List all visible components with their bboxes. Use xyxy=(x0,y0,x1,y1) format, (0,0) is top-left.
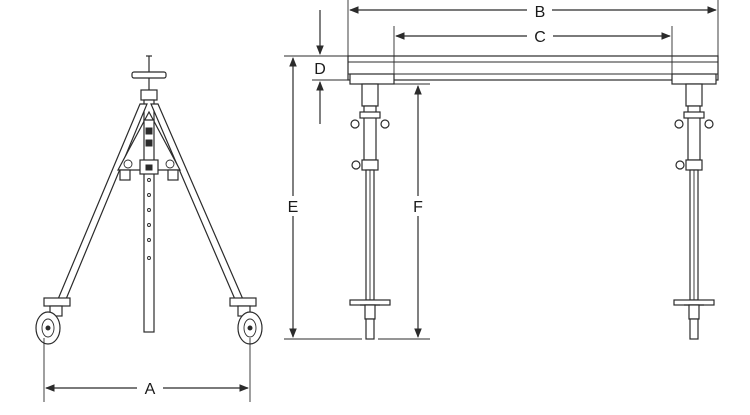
dimension-label-c: C xyxy=(534,29,546,46)
dimension-label-e: E xyxy=(288,199,299,216)
dimension-label-b: B xyxy=(535,4,546,21)
dimension-e: E xyxy=(284,55,362,340)
side-view-a-frame: A xyxy=(35,55,263,402)
side-top-handle xyxy=(131,55,167,101)
side-center-post xyxy=(143,99,155,333)
side-left-leg xyxy=(55,103,148,305)
dimension-label-a: A xyxy=(145,381,156,398)
front-i-beam xyxy=(347,55,719,81)
dimension-f: F xyxy=(378,83,430,340)
side-right-leg xyxy=(150,103,246,305)
dimension-b: B xyxy=(347,0,719,56)
dimension-a: A xyxy=(43,338,251,402)
front-left-leg xyxy=(349,83,391,340)
front-right-end-plate xyxy=(671,73,717,85)
front-left-end-plate xyxy=(349,73,395,85)
side-right-caster xyxy=(229,297,263,345)
dimension-label-d: D xyxy=(314,61,326,78)
side-gusset-bracket xyxy=(116,110,182,181)
front-view-gantry: B C D E xyxy=(284,0,719,340)
dimension-d: D xyxy=(312,10,348,124)
side-left-caster xyxy=(35,297,71,345)
dimension-c: C xyxy=(393,26,673,74)
front-right-leg xyxy=(673,83,715,340)
dimension-label-f: F xyxy=(413,199,423,216)
